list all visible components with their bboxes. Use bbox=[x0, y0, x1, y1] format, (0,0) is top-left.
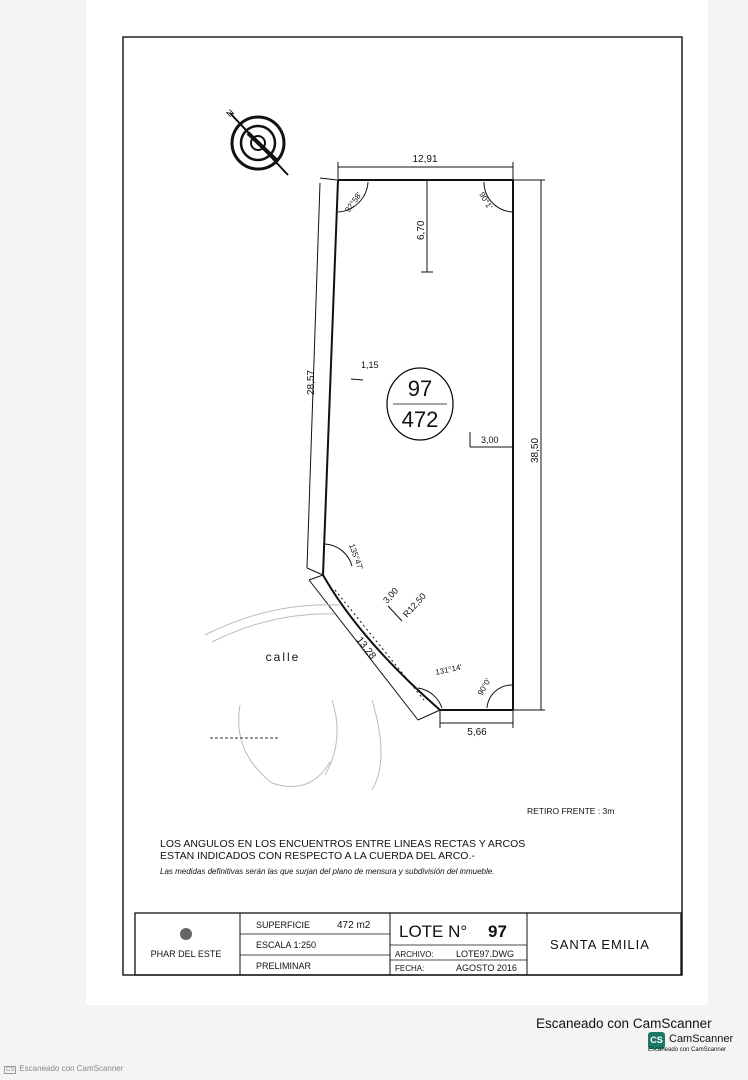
camscanner-logo: CS CamScanner Escaneado con CamScanner bbox=[648, 1032, 748, 1056]
dim-bottom: 5,66 bbox=[467, 727, 487, 738]
fecha-label: FECHA: bbox=[395, 964, 424, 973]
street-curve bbox=[204, 604, 382, 791]
dim-left-side: 28,57 bbox=[306, 370, 317, 395]
dim-left-offset: 1,15 bbox=[361, 360, 379, 370]
phar-logo-icon bbox=[180, 928, 192, 940]
camscanner-badge-icon: CS bbox=[648, 1032, 665, 1049]
watermark-text: Escaneado con CamScanner bbox=[19, 1064, 124, 1073]
lote-value: 97 bbox=[488, 922, 507, 941]
setback-note: RETIRO FRENTE : 3m bbox=[527, 806, 614, 816]
project-name: SANTA EMILIA bbox=[550, 937, 650, 952]
logo-text: PHAR DEL ESTE bbox=[151, 949, 222, 959]
lot-area: 472 bbox=[402, 407, 439, 432]
note-line-1: LOS ANGULOS EN LOS ENCUENTROS ENTRE LINE… bbox=[160, 838, 526, 850]
svg-text:N: N bbox=[224, 107, 236, 119]
camscanner-name: CamScanner bbox=[669, 1033, 734, 1045]
watermark-badge-icon: CS bbox=[4, 1066, 17, 1074]
superficie-value: 472 m2 bbox=[337, 920, 371, 931]
lote-label: LOTE N° bbox=[399, 922, 467, 941]
camscanner-sub: Escaneado con CamScanner bbox=[648, 1047, 727, 1053]
fecha-value: AGOSTO 2016 bbox=[456, 963, 517, 973]
lot-id-circle bbox=[386, 367, 454, 441]
note-line-3: Las medidas definitivas serán las que su… bbox=[160, 867, 495, 876]
note-line-2: ESTAN INDICADOS CON RESPECTO A LA CUERDA… bbox=[160, 850, 475, 862]
archivo-value: LOTE97.DWG bbox=[456, 949, 514, 959]
plan-notes: LOS ANGULOS EN LOS ENCUENTROS ENTRE LINE… bbox=[160, 838, 680, 878]
dim-top: 12,91 bbox=[412, 154, 437, 165]
dimension-lines bbox=[306, 162, 545, 728]
preliminar: PRELIMINAR bbox=[256, 961, 312, 971]
archivo-label: ARCHIVO: bbox=[395, 950, 434, 959]
street-label: calle bbox=[266, 650, 301, 664]
dim-right-side: 38,50 bbox=[530, 438, 541, 463]
lot-number: 97 bbox=[408, 376, 432, 401]
title-block bbox=[134, 912, 682, 976]
angle-arcs bbox=[324, 181, 514, 709]
superficie-label: SUPERFICIE bbox=[256, 920, 310, 930]
dim-right-offset: 3,00 bbox=[481, 435, 499, 445]
escala: ESCALA 1:250 bbox=[256, 940, 316, 950]
north-arrow-icon: N bbox=[224, 107, 289, 176]
scanner-caption: Escaneado con CamScanner bbox=[536, 1016, 712, 1031]
dim-inner-depth: 6,70 bbox=[416, 220, 427, 240]
lot-outline bbox=[322, 179, 514, 711]
